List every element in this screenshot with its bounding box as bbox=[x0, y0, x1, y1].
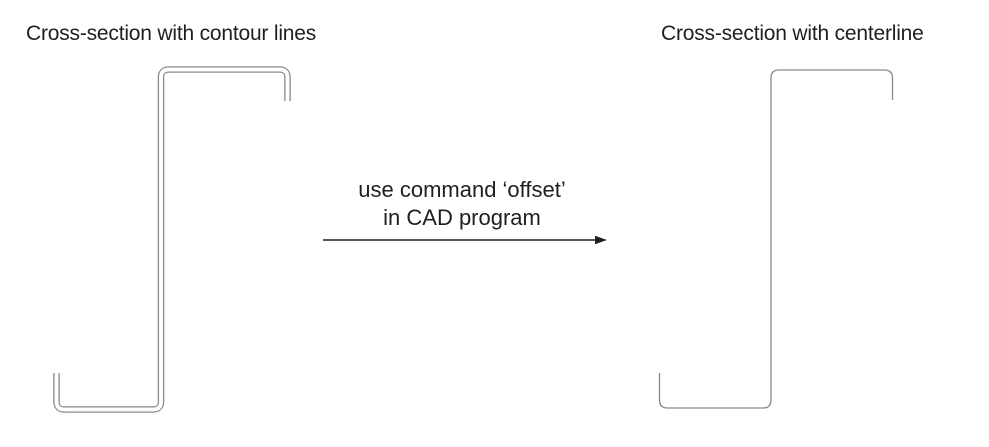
right-profile-centerline bbox=[658, 69, 894, 409]
annotation-line-2: in CAD program bbox=[383, 205, 541, 230]
annotation-line-1: use command ‘offset’ bbox=[358, 177, 566, 202]
left-profile-contour bbox=[53, 66, 291, 413]
arrow-head-icon bbox=[595, 235, 607, 245]
annotation-text: use command ‘offset’ in CAD program bbox=[312, 176, 612, 232]
left-panel-title: Cross-section with contour lines bbox=[26, 22, 317, 45]
right-panel-title: Cross-section with centerline bbox=[661, 22, 924, 45]
left-profile-contour-core bbox=[54, 67, 290, 412]
